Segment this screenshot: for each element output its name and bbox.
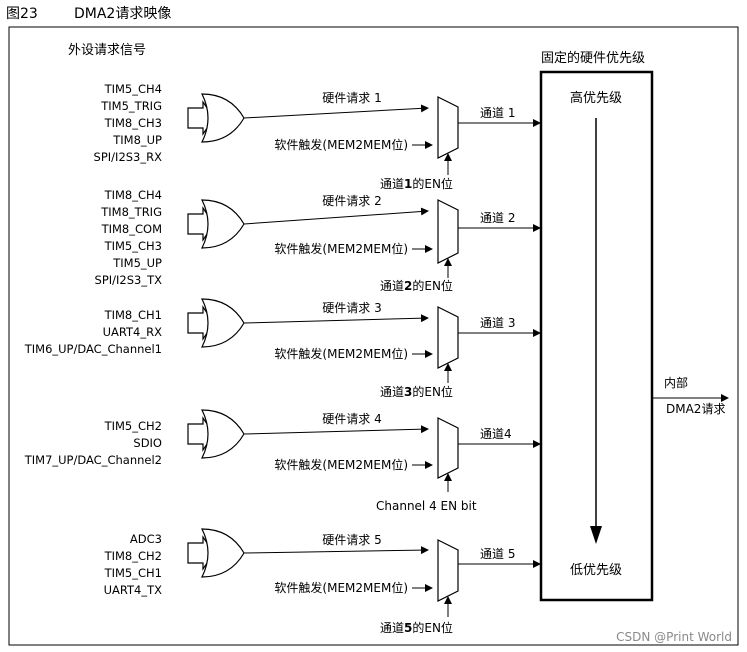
channel-label: 通道 1 [480,106,515,120]
channel-label: 通道4 [480,427,512,441]
en-bit-label: 通道3的EN位 [380,384,453,399]
hw-request-line [243,425,429,435]
channel-label: 通道 3 [480,316,515,330]
sw-trigger-label: 软件触发(MEM2MEM位) [274,457,408,472]
signal-label: TIM8_CH4 [104,188,162,202]
low-priority-label: 低优先级 [570,563,622,578]
en-bit-label: 通道2的EN位 [380,278,453,293]
signal-label: TIM5_CH3 [104,239,162,253]
sw-trigger-label: 软件触发(MEM2MEM位) [274,346,408,361]
multiplexer [437,199,459,264]
signal-label: ADC3 [130,532,162,546]
signal-label: TIM5_CH4 [104,82,162,96]
signal-label: TIM8_TRIG [100,205,162,219]
signal-label: TIM8_UP [112,133,162,147]
hw-request-line [243,104,429,119]
signal-label: TIM8_COM [101,222,162,236]
priority-arrow-head [590,526,602,544]
peripheral-request-heading: 外设请求信号 [68,43,146,58]
figure-caption: 图23 DMA2请求映像 [6,3,171,23]
signal-label: SPI/I2S3_TX [95,273,163,287]
signal-label: TIM8_CH3 [104,116,162,130]
signal-label: TIM5_CH1 [104,566,162,580]
multiplexer [437,417,459,479]
sw-trigger-label: 软件触发(MEM2MEM位) [274,241,408,256]
figure-number: 图23 [6,6,38,22]
or-gate-icon [201,93,245,143]
signal-label: TIM8_CH1 [104,308,162,322]
fixed-priority-heading: 固定的硬件优先级 [541,50,645,66]
signal-label: TIM5_CH2 [104,419,162,433]
hw-request-label: 硬件请求 5 [322,533,381,547]
hw-request-line [243,546,429,555]
diagram-frame [8,26,739,646]
en-bit-label: 通道5的EN位 [380,620,453,635]
hw-request-label: 硬件请求 4 [322,412,381,426]
hw-request-label: 硬件请求 1 [322,91,381,105]
output-label-dma2: DMA2请求 [666,402,725,416]
signal-label: SPI/I2S3_RX [94,150,163,164]
multiplexer [437,539,459,602]
hw-request-line [243,207,429,225]
sw-trigger-label: 软件触发(MEM2MEM位) [274,580,408,595]
or-gate-icon [201,409,245,459]
en-bit-label: Channel 4 EN bit [376,499,477,513]
high-priority-label: 高优先级 [570,90,622,106]
multiplexer [437,306,459,369]
signal-label: TIM6_UP/DAC_Channel1 [24,342,162,356]
watermark: CSDN @Print World [616,630,732,644]
en-bit-label: 通道1的EN位 [380,176,453,191]
signal-label: TIM5_TRIG [100,99,162,113]
channel-label: 通道 2 [480,211,515,225]
sw-trigger-label: 软件触发(MEM2MEM位) [274,137,408,152]
priority-box [539,70,654,602]
figure-title: DMA2请求映像 [74,6,172,22]
signal-label: SDIO [133,436,162,450]
or-gate-icon [201,199,245,249]
signal-label: TIM8_CH2 [104,549,162,563]
hw-request-label: 硬件请求 2 [322,194,381,208]
channel-label: 通道 5 [480,547,515,561]
signal-label: UART4_TX [104,583,163,597]
or-gate-icon [201,298,245,348]
signal-label: UART4_RX [103,325,163,339]
signal-label: TIM5_UP [112,256,162,270]
output-label-internal: 内部 [664,375,688,390]
multiplexer [437,96,459,159]
hw-request-line [243,314,429,324]
hw-request-label: 硬件请求 3 [322,301,381,315]
or-gate-icon [201,528,245,578]
signal-label: TIM7_UP/DAC_Channel2 [24,453,162,467]
